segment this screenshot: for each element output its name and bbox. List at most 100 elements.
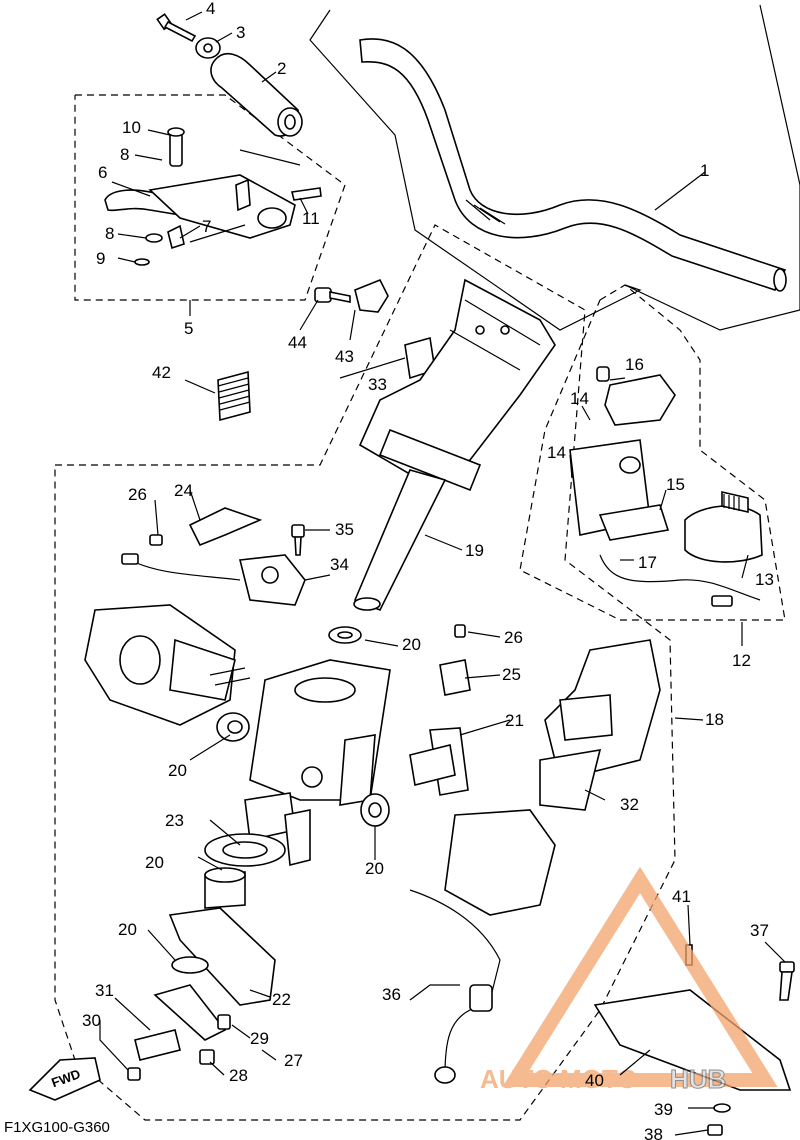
- callout-5: 5: [184, 319, 193, 338]
- callout-40: 40: [585, 1071, 604, 1090]
- callout-20-top: 20: [402, 635, 421, 654]
- steering-column-housing: [249, 659, 391, 806]
- callout-4: 4: [206, 0, 215, 18]
- watermark-logo: AUTO MOTO HUB: [480, 866, 778, 1095]
- seal-20-top: [328, 626, 362, 644]
- callout-39: 39: [654, 1100, 673, 1119]
- handlebar: [359, 38, 787, 292]
- switch-assembly-12: [569, 366, 676, 541]
- bolt-30: [127, 1067, 141, 1081]
- callout-44: 44: [288, 333, 307, 352]
- watermark-text-hub: HUB: [670, 1064, 726, 1094]
- callout-14-lower: 14: [547, 443, 566, 462]
- callout-19: 19: [465, 541, 484, 560]
- clip-25: [439, 659, 471, 696]
- callout-9: 9: [96, 249, 105, 268]
- watermark-text-moto: MOTO: [560, 1064, 638, 1094]
- callout-1: 1: [700, 161, 709, 180]
- lever-27: [134, 984, 227, 1061]
- callout-41: 41: [672, 887, 691, 906]
- leader-lines: [99, 11, 786, 1136]
- callout-3: 3: [236, 23, 245, 42]
- callout-36: 36: [382, 985, 401, 1004]
- callout-20-left: 20: [168, 761, 187, 780]
- spring-23: [284, 809, 311, 867]
- screw-26-right: [454, 624, 466, 638]
- nut-28: [199, 1049, 215, 1065]
- callout-16: 16: [625, 355, 644, 374]
- callout-26-left: 26: [128, 485, 147, 504]
- screw-35: [291, 524, 305, 556]
- callout-32: 32: [620, 795, 639, 814]
- callout-15: 15: [666, 475, 685, 494]
- seal-20-right: [360, 793, 390, 827]
- callout-13: 13: [755, 570, 774, 589]
- callout-22: 22: [272, 990, 291, 1009]
- piston-23: [204, 792, 296, 867]
- callout-38: 38: [644, 1125, 663, 1140]
- callout-14-upper: 14: [570, 389, 589, 408]
- nut-38: [707, 1124, 723, 1136]
- callout-6: 6: [98, 163, 107, 182]
- callout-8-lower: 8: [105, 224, 114, 243]
- callout-25: 25: [502, 665, 521, 684]
- clamp-43: [354, 278, 389, 313]
- diagram-code: F1XG100-G360: [4, 1119, 110, 1136]
- callout-23: 23: [165, 811, 184, 830]
- wire-connector-12: [711, 595, 733, 607]
- spring-21: [409, 744, 456, 786]
- cable-block-36: [469, 984, 493, 1012]
- grip-end-weight: [195, 37, 221, 59]
- callout-26-right: 26: [504, 628, 523, 647]
- cable-36: [409, 889, 501, 1076]
- watermark-text-auto: AUTO: [480, 1064, 553, 1094]
- spring-42: [217, 370, 251, 422]
- left-switch-wire: [129, 559, 241, 581]
- seal-20-mid: [204, 867, 246, 909]
- callout-11: 11: [302, 209, 320, 228]
- callout-34: 34: [330, 555, 349, 574]
- callout-31: 31: [95, 981, 114, 1000]
- cable-end-36: [434, 1066, 456, 1084]
- bracket-40: [593, 989, 792, 1091]
- group-12-outline: [519, 284, 786, 621]
- callout-20-right: 20: [365, 859, 384, 878]
- callout-20-mid: 20: [145, 853, 164, 872]
- nut-39: [713, 1103, 731, 1113]
- bolt-37: [779, 961, 795, 1001]
- callout-42: 42: [152, 363, 171, 382]
- callout-2: 2: [277, 59, 286, 78]
- callout-7: 7: [202, 217, 211, 236]
- bracket-22: [168, 907, 276, 1006]
- callout-30: 30: [82, 1011, 101, 1030]
- callout-17: 17: [638, 553, 657, 572]
- bracket-24: [188, 507, 263, 547]
- callout-20-bottom: 20: [118, 920, 137, 939]
- spring-29: [217, 1014, 231, 1030]
- callout-37: 37: [750, 921, 769, 940]
- callout-28: 28: [229, 1066, 248, 1085]
- screw-26-left: [149, 534, 163, 546]
- wire-connector-34: [121, 553, 139, 565]
- master-cylinder-body-19: [353, 469, 447, 612]
- callout-43: 43: [335, 347, 354, 366]
- callout-18: 18: [705, 710, 724, 729]
- left-switch-34: [239, 554, 306, 606]
- callout-12: 12: [732, 651, 751, 670]
- callout-21: 21: [505, 711, 524, 730]
- callout-27: 27: [284, 1051, 303, 1070]
- switch-wire: [599, 554, 761, 601]
- forward-arrow: FWD: [28, 1057, 101, 1101]
- seal-20-left: [216, 712, 250, 742]
- callout-24: 24: [174, 481, 193, 500]
- callout-33: 33: [368, 375, 387, 394]
- left-caliper-housing: [84, 604, 251, 726]
- callout-29: 29: [250, 1029, 269, 1048]
- clutch-lever-assembly: [104, 127, 322, 266]
- grip: [210, 52, 303, 137]
- handlebar-panel-outline: [309, 4, 800, 331]
- callout-labels: 1 2 3 4 5 6 7 8 8 9 10 11 12 13 14 14 15…: [82, 0, 774, 1140]
- master-cylinder-bracket: [358, 278, 556, 492]
- clamp-bolt-44: [314, 287, 351, 303]
